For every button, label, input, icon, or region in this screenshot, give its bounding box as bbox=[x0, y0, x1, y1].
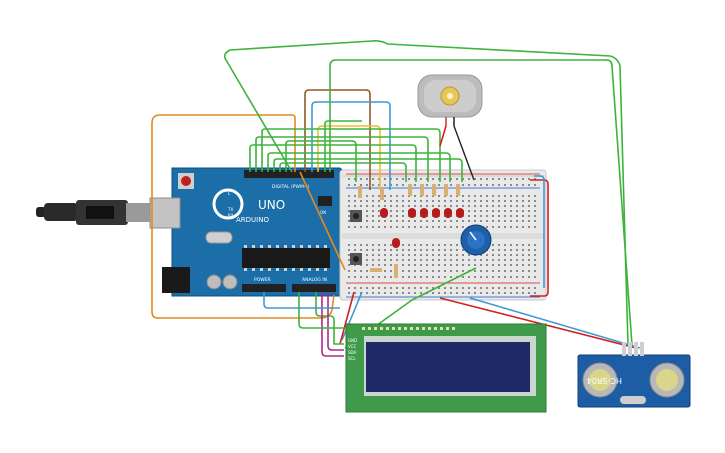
led[interactable] bbox=[380, 208, 388, 218]
digital-header bbox=[244, 170, 334, 178]
power-header-label: POWER bbox=[254, 277, 271, 283]
wire-green bbox=[255, 136, 429, 182]
wire-green bbox=[267, 152, 451, 182]
wire-green bbox=[273, 158, 463, 182]
resistor bbox=[408, 184, 412, 196]
dc-motor[interactable] bbox=[417, 74, 483, 126]
wire-green bbox=[261, 128, 441, 182]
lcd-pin-scl: SCL bbox=[348, 356, 356, 361]
power-header bbox=[242, 284, 286, 292]
analog-header-label: ANALOG IN bbox=[302, 277, 327, 283]
wire-green bbox=[249, 144, 417, 182]
wire-green bbox=[329, 59, 633, 346]
breadboard bbox=[339, 169, 547, 301]
wire-green bbox=[324, 120, 362, 172]
arduino-logo bbox=[212, 188, 244, 220]
wire-blue bbox=[263, 292, 340, 309]
analog-header bbox=[292, 284, 336, 292]
atmega-chip bbox=[242, 248, 330, 268]
lcd-pin-sda: SDA bbox=[348, 350, 357, 355]
on-led-label: ON bbox=[320, 210, 326, 215]
arduino-uno-board[interactable]: ARDUINO UNO DIGITAL (PWM~) L TX RX ON PO… bbox=[149, 167, 347, 297]
ultrasonic-sensor[interactable]: HC-SR04 bbox=[577, 342, 691, 408]
led[interactable] bbox=[420, 208, 428, 218]
wires bbox=[151, 40, 641, 357]
wire-orange bbox=[299, 171, 346, 271]
digital-header-label: DIGITAL (PWM~) bbox=[272, 184, 310, 190]
wire-green bbox=[315, 292, 344, 345]
resistors bbox=[358, 184, 460, 278]
lcd-screen bbox=[366, 342, 530, 392]
crystal bbox=[205, 231, 233, 244]
resistor bbox=[456, 184, 460, 196]
wire-green bbox=[285, 140, 357, 182]
wire-green bbox=[223, 40, 629, 346]
capacitor bbox=[222, 274, 238, 290]
arduino-brand: ARDUINO bbox=[236, 216, 269, 224]
wire-green bbox=[279, 162, 407, 182]
rx-led-label: RX bbox=[228, 213, 234, 218]
resistor bbox=[370, 268, 382, 272]
led[interactable] bbox=[392, 238, 400, 248]
led[interactable] bbox=[408, 208, 416, 218]
resistor bbox=[444, 184, 448, 196]
wire-orange bbox=[151, 114, 335, 319]
potentiometer[interactable] bbox=[460, 224, 492, 256]
resistor bbox=[394, 264, 398, 278]
wire-blue bbox=[311, 101, 391, 190]
led[interactable] bbox=[456, 208, 464, 218]
lcd-pin-gnd: GND bbox=[348, 338, 357, 343]
wire-red bbox=[530, 179, 549, 297]
resistor bbox=[420, 184, 424, 196]
reset-button[interactable] bbox=[181, 176, 191, 186]
wire-purple bbox=[321, 292, 344, 357]
lcd-display: GND VCC SDA SCL bbox=[345, 323, 547, 413]
lcd-pin-vcc: VCC bbox=[348, 344, 357, 349]
wire-blue bbox=[534, 175, 545, 288]
wire-green bbox=[298, 292, 348, 329]
tx-led-label: TX bbox=[227, 207, 233, 212]
wire-black bbox=[453, 125, 475, 181]
wire-purple bbox=[327, 292, 344, 351]
led[interactable] bbox=[444, 208, 452, 218]
sensor-model: HC-SR04 bbox=[587, 376, 622, 385]
resistor bbox=[358, 186, 362, 198]
led[interactable] bbox=[432, 208, 440, 218]
wire-blue bbox=[469, 297, 641, 349]
wire-brown bbox=[304, 89, 371, 190]
capacitor bbox=[206, 274, 222, 290]
wire-blue bbox=[341, 291, 363, 341]
led-row bbox=[380, 208, 464, 248]
resistor bbox=[432, 184, 436, 196]
wire-red bbox=[339, 291, 355, 345]
arduino-model: UNO bbox=[258, 198, 285, 212]
l-led-label: L bbox=[228, 191, 231, 196]
wire-red bbox=[439, 125, 447, 147]
resistor bbox=[380, 188, 384, 200]
wire-red bbox=[439, 297, 637, 349]
